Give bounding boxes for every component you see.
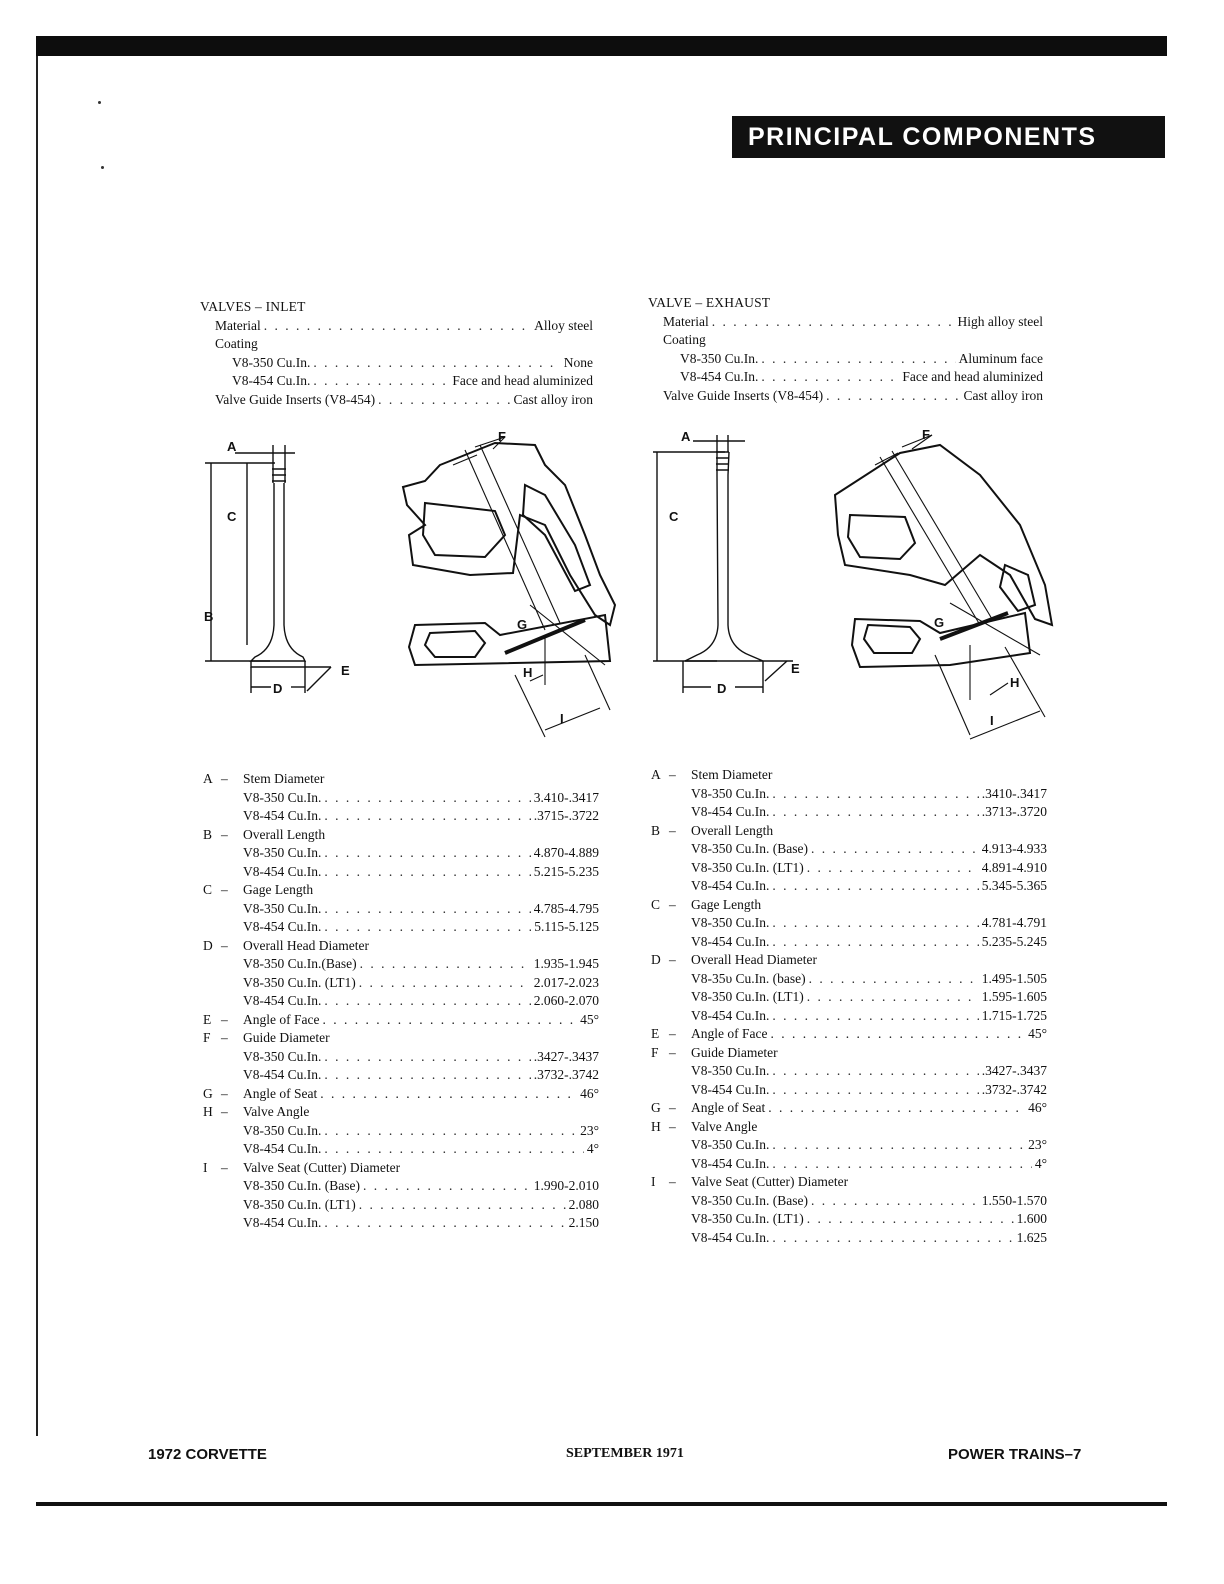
diagram-label-h: H <box>523 665 532 680</box>
diagram-label-i: I <box>560 711 564 726</box>
material-label: Material <box>215 317 261 333</box>
inlet-coating-label: Coating <box>215 336 258 351</box>
inlet-material-row: Material Alloy steel <box>200 317 593 336</box>
exhaust-dim-row: V8-350 Cu.In. (Base)4.913-4.933 <box>651 840 1047 859</box>
inlet-guide-inserts-row: Valve Guide Inserts (V8-454)Cast alloy i… <box>200 391 593 410</box>
inlet-dim-row: V8-454 Cu.In.2.150 <box>203 1214 599 1233</box>
inlet-spec-block: VALVES – INLET Material Alloy steel Coati… <box>200 298 593 409</box>
exhaust-dim-row: V8-350 Cu.In. (LT1)1.595-1.605 <box>651 988 1047 1007</box>
scan-speck <box>101 166 104 169</box>
inlet-dim-row: V8-350 Cu.In. (Base)1.990-2.010 <box>203 1177 599 1196</box>
exhaust-head-section-diagram: F G H I <box>833 427 1054 740</box>
inlet-dim-e-row: E–Angle of Face45° <box>203 1011 599 1030</box>
diagram-label-f: F <box>498 429 506 444</box>
exhaust-dim-row: V8-350 Cu.In.23° <box>651 1136 1047 1155</box>
diagram-label-e: E <box>341 663 350 678</box>
inlet-dim-d-head: D–Overall Head Diameter <box>203 937 369 953</box>
exhaust-guide-inserts-row: Valve Guide Inserts (V8-454)Cast alloy i… <box>648 387 1043 406</box>
diagram-label-d: D <box>717 681 726 696</box>
inlet-dim-row: V8-454 Cu.In.5.115-5.125 <box>203 918 599 937</box>
inlet-dim-g-row: G–Angle of Seat46° <box>203 1085 599 1104</box>
exhaust-dim-row: V8-350 Cu.In. (LT1)1.600 <box>651 1210 1047 1229</box>
inlet-dim-b-head: B–Overall Length <box>203 826 326 842</box>
inlet-dim-c-head: C–Gage Length <box>203 882 314 897</box>
inlet-dim-row: V8-454 Cu.In.2.060-2.070 <box>203 992 599 1011</box>
exhaust-dim-d-head: D–Overall Head Diameter <box>651 952 817 967</box>
exhaust-dim-g-row: G–Angle of Seat46° <box>651 1099 1047 1118</box>
diagram-label-f: F <box>922 427 930 442</box>
exhaust-dim-row: V8-454 Cu.In.5.345-5.365 <box>651 877 1047 896</box>
exhaust-coating-label: Coating <box>663 332 706 347</box>
inlet-dim-row: V8-350 Cu.In.3.410-.3417 <box>203 789 599 808</box>
inlet-dim-row: V8-454 Cu.In.5.215-5.235 <box>203 863 599 882</box>
bottom-rule <box>36 1502 1167 1506</box>
exhaust-dim-b-head: B–Overall Length <box>651 822 774 838</box>
diagram-label-a: A <box>681 429 691 444</box>
diagram-label-c: C <box>227 509 237 524</box>
exhaust-dim-row: V8-35υ Cu.In. (base)1.495-1.505 <box>651 970 1047 989</box>
exhaust-dim-row: V8-350 Cu.In..3410-.3417 <box>651 785 1047 804</box>
inlet-dim-row: V8-454 Cu.In.4° <box>203 1140 599 1159</box>
exhaust-dim-row: V8-454 Cu.In.4° <box>651 1155 1047 1174</box>
diagram-label-h: H <box>1010 675 1019 690</box>
exhaust-dim-row: V8-454 Cu.In.5.235-5.245 <box>651 933 1047 952</box>
exhaust-valve-diagram: A C D E <box>653 429 800 696</box>
inlet-dim-row: V8-350 Cu.In.4.785-4.795 <box>203 900 599 919</box>
footer-date: SEPTEMBER 1971 <box>566 1446 684 1461</box>
exhaust-dim-a-head: A–Stem Diameter <box>651 767 773 782</box>
material-value: Alloy steel <box>534 317 593 333</box>
inlet-title: VALVES – INLET <box>200 299 306 314</box>
inlet-dimensions-list: A–Stem Diameter V8-350 Cu.In.3.410-.3417… <box>203 770 599 1233</box>
exhaust-dim-row: V8-350 Cu.In..3427-.3437 <box>651 1062 1047 1081</box>
exhaust-title: VALVE – EXHAUST <box>648 295 771 310</box>
exhaust-dim-c-head: C–Gage Length <box>651 896 762 912</box>
exhaust-dim-e-row: E–Angle of Face45° <box>651 1025 1047 1044</box>
inlet-dim-row: V8-454 Cu.In..3732-.3742 <box>203 1066 599 1085</box>
diagram-label-e: E <box>791 661 800 676</box>
inlet-dim-row: V8-350 Cu.In.23° <box>203 1122 599 1141</box>
exhaust-dim-row: V8-454 Cu.In.1.625 <box>651 1229 1047 1248</box>
inlet-dim-row: V8-350 Cu.In. (LT1)2.017-2.023 <box>203 974 599 993</box>
exhaust-dim-row: V8-454 Cu.In..3732-.3742 <box>651 1081 1047 1100</box>
inlet-dim-row: V8-350 Cu.In..3427-.3437 <box>203 1048 599 1067</box>
footer-page-ref: POWER TRAINS–7 <box>948 1446 1082 1463</box>
diagram-label-i: I <box>990 713 994 728</box>
exhaust-coating-350-row: V8-350 Cu.In.Aluminum face <box>648 350 1043 369</box>
footer-model: 1972 CORVETTE <box>148 1446 267 1463</box>
inlet-head-section-diagram: F G H I <box>401 429 617 738</box>
top-rule <box>36 36 1167 56</box>
exhaust-dim-row: V8-350 Cu.In. (Base)1.550-1.570 <box>651 1192 1047 1211</box>
exhaust-material-row: MaterialHigh alloy steel <box>648 313 1043 332</box>
exhaust-dim-row: V8-350 Cu.In.4.781-4.791 <box>651 914 1047 933</box>
exhaust-dim-h-head: H–Valve Angle <box>651 1118 758 1134</box>
diagram-label-d: D <box>273 681 282 696</box>
exhaust-dim-row: V8-350 Cu.In. (LT1)4.891-4.910 <box>651 859 1047 878</box>
inlet-coating-454-row: V8-454 Cu.In.Face and head aluminized <box>200 372 593 391</box>
exhaust-dimensions-list: A–Stem Diameter V8-350 Cu.In..3410-.3417… <box>651 766 1047 1247</box>
section-banner: PRINCIPAL COMPONENTS <box>732 116 1165 158</box>
inlet-dim-a-head: A–Stem Diameter <box>203 771 325 786</box>
exhaust-dim-row: V8-454 Cu.In..3713-.3720 <box>651 803 1047 822</box>
inlet-dim-row: V8-454 Cu.In..3715-.3722 <box>203 807 599 826</box>
inlet-coating-350-row: V8-350 Cu.In.None <box>200 354 593 373</box>
inlet-dim-f-head: F–Guide Diameter <box>203 1030 330 1045</box>
inlet-dim-row: V8-350 Cu.In.4.870-4.889 <box>203 844 599 863</box>
exhaust-spec-block: VALVE – EXHAUST MaterialHigh alloy steel… <box>648 294 1043 405</box>
exhaust-coating-454-row: V8-454 Cu.In.Face and head aluminized <box>648 368 1043 387</box>
exhaust-dim-row: V8-454 Cu.In.1.715-1.725 <box>651 1007 1047 1026</box>
diagram-label-b: B <box>204 609 213 624</box>
exhaust-dim-f-head: F–Guide Diameter <box>651 1044 778 1060</box>
inlet-valve-diagram: A C B D E <box>204 439 350 696</box>
diagram-label-a: A <box>227 439 237 454</box>
inlet-dim-h-head: H–Valve Angle <box>203 1104 310 1119</box>
inlet-dim-row: V8-350 Cu.In.(Base)1.935-1.945 <box>203 955 599 974</box>
inlet-dim-i-head: I–Valve Seat (Cutter) Diameter <box>203 1159 401 1175</box>
left-margin-rule <box>36 56 38 1436</box>
scan-speck <box>98 101 101 104</box>
diagram-label-g: G <box>934 615 944 630</box>
inlet-dim-row: V8-350 Cu.In. (LT1)2.080 <box>203 1196 599 1215</box>
exhaust-dim-i-head: I–Valve Seat (Cutter) Diameter <box>651 1174 849 1189</box>
diagram-label-c: C <box>669 509 679 524</box>
diagram-label-g: G <box>517 617 527 632</box>
